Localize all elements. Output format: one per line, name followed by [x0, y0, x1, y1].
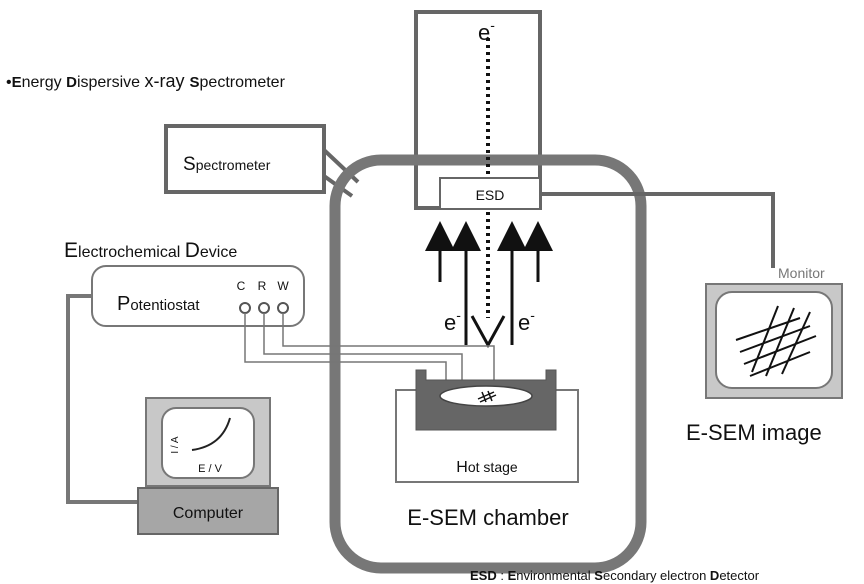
- esd-label: ESD: [476, 187, 505, 203]
- esd-detector: [439, 177, 541, 210]
- beam-arrowhead: [470, 315, 506, 349]
- terminal-w-label: W: [277, 279, 289, 293]
- hot-stage-label: Hot stage: [456, 459, 518, 476]
- terminal-w: [277, 302, 289, 314]
- electrochemical-device-label: Electrochemical Device: [64, 239, 237, 262]
- secondary-electron-label-left: e-: [444, 307, 461, 335]
- computer-y-axis-label: I / A: [170, 436, 181, 454]
- esd-footnote: ESD : Environmental Secondary electron D…: [470, 568, 760, 583]
- lead-working: [282, 313, 495, 386]
- monitor-label: Monitor: [778, 265, 825, 281]
- terminal-c-label: C: [237, 279, 246, 293]
- edx-title: •Energy Dispersive x-ray Spectrometer: [6, 71, 286, 91]
- terminal-r-label: R: [258, 279, 267, 293]
- potentiostat-label: Potentiostat: [117, 293, 200, 315]
- computer-x-axis-label: E / V: [198, 463, 223, 475]
- iv-curve: [191, 417, 231, 451]
- terminal-c: [239, 302, 251, 314]
- electron-column: [414, 10, 542, 210]
- terminal-r: [258, 302, 270, 314]
- sem-image-pattern: [735, 305, 817, 377]
- computer-screen: [161, 407, 255, 479]
- spectrometer-label: Spectrometer: [183, 154, 271, 175]
- potentiostat-computer-cable: [66, 294, 138, 504]
- secondary-electron-label-right: e-: [518, 307, 535, 335]
- spectrometer-box: [164, 124, 326, 194]
- computer-label: Computer: [173, 505, 244, 522]
- chamber-label: E-SEM chamber: [407, 505, 568, 530]
- beam-electron-label: e-: [478, 17, 495, 45]
- lead-reference: [263, 313, 463, 380]
- computer-base: [137, 487, 279, 535]
- sample-pattern: [477, 390, 497, 403]
- esem-image-label: E-SEM image: [686, 420, 822, 445]
- esd-monitor-cable: [540, 192, 775, 268]
- lead-counter: [244, 313, 447, 380]
